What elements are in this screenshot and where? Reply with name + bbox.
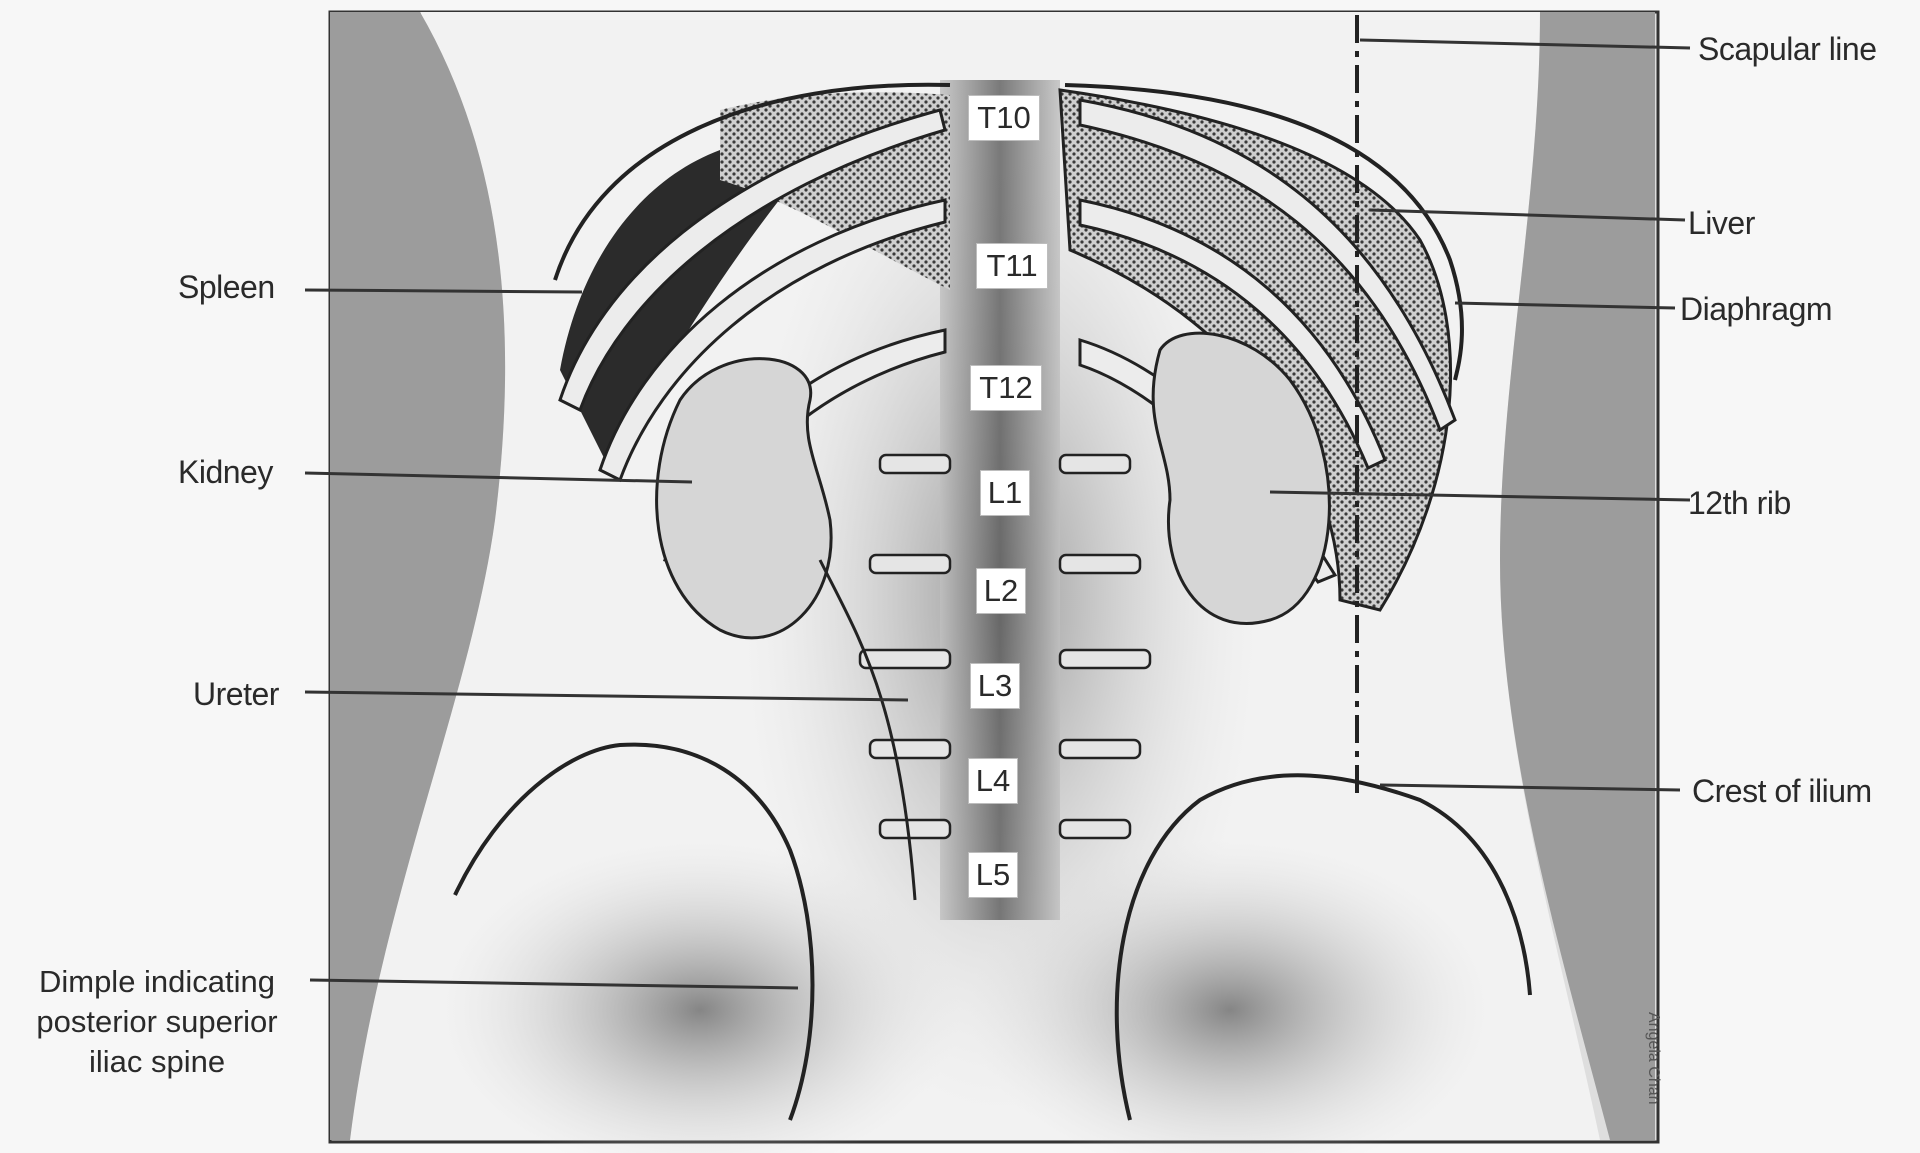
artist-credit: Angela Chan (1644, 1012, 1662, 1105)
label-dimple-psis: Dimple indicating posterior superior ili… (12, 962, 302, 1082)
vertebra-label-l1: L1 (980, 470, 1030, 516)
vertebra-label-l5: L5 (968, 852, 1018, 898)
label-dimple-line2: posterior superior (12, 1002, 302, 1042)
vertebra-label-t11: T11 (976, 243, 1048, 289)
vertebra-label-t12: T12 (970, 365, 1042, 411)
label-kidney: Kidney (178, 453, 273, 491)
label-ureter: Ureter (193, 675, 279, 713)
label-liver: Liver (1688, 204, 1755, 242)
label-scapular-line: Scapular line (1698, 30, 1877, 68)
label-dimple-line3: iliac spine (12, 1042, 302, 1082)
vertebra-label-l2: L2 (976, 568, 1026, 614)
label-diaphragm: Diaphragm (1680, 290, 1832, 328)
label-dimple-line1: Dimple indicating (12, 962, 302, 1002)
vertebra-label-l4: L4 (968, 758, 1018, 804)
label-12th-rib: 12th rib (1688, 484, 1791, 522)
kidney-left (657, 359, 831, 638)
label-crest-of-ilium: Crest of ilium (1692, 772, 1872, 810)
label-spleen: Spleen (178, 268, 275, 306)
vertebra-label-t10: T10 (968, 95, 1040, 141)
vertebra-label-l3: L3 (970, 663, 1020, 709)
